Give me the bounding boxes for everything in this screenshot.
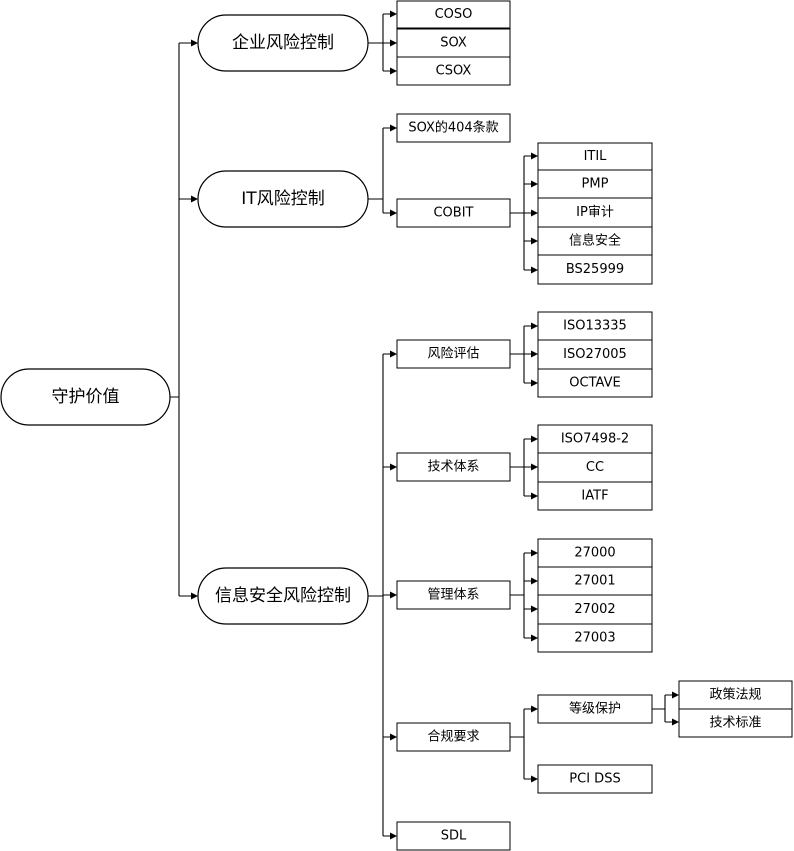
node-ip-audit: IP审计 (537, 197, 653, 228)
node-label: ISO13335 (563, 319, 627, 334)
node-27003: 27003 (537, 623, 653, 653)
node-label: ISO7498-2 (561, 432, 629, 447)
branch-enterprise-risk: 企业风险控制 (197, 14, 369, 72)
node-octave: OCTAVE (537, 368, 653, 398)
root-label: 守护价值 (52, 387, 120, 407)
node-27000: 27000 (537, 538, 653, 568)
node-iso27005: ISO27005 (537, 339, 653, 370)
node-csox: CSOX (396, 56, 511, 86)
branch-it-risk: IT风险控制 (197, 170, 369, 228)
node-label: COSO (435, 7, 473, 22)
node-label: 27002 (574, 602, 615, 617)
node-label: CSOX (436, 64, 472, 79)
node-label: BS25999 (566, 262, 624, 277)
node-label: 风险评估 (427, 347, 479, 362)
node-label: SOX (440, 36, 467, 51)
node-label: 27003 (574, 631, 615, 646)
node-infosec: 信息安全 (537, 226, 653, 256)
node-pmp: PMP (537, 169, 653, 199)
node-label: 27000 (574, 546, 615, 561)
branch-label: IT风险控制 (241, 189, 324, 209)
branch-infosec-risk: 信息安全风险控制 (197, 567, 369, 625)
branch-label: 企业风险控制 (232, 33, 334, 53)
node-label: 政策法规 (709, 687, 761, 703)
node-tech-system: 技术体系 (396, 452, 511, 482)
node-risk-assessment: 风险评估 (396, 339, 511, 369)
node-label: CC (586, 460, 604, 475)
node-label: SDL (441, 829, 467, 844)
node-label: 信息安全 (569, 233, 621, 249)
node-label: 27001 (574, 574, 615, 589)
node-pci-dss: PCI DSS (537, 764, 653, 794)
node-cc: CC (537, 452, 653, 483)
node-coso: COSO (396, 0, 511, 29)
node-cobit: COBIT (396, 198, 511, 228)
node-bs25999: BS25999 (537, 254, 653, 285)
node-label: IATF (581, 489, 608, 504)
node-27002: 27002 (537, 594, 653, 625)
node-label: 等级保护 (569, 701, 621, 717)
node-label: 技术体系 (427, 460, 479, 475)
node-iatf: IATF (537, 481, 653, 511)
branch-label: 信息安全风险控制 (215, 586, 351, 606)
node-compliance: 合规要求 (396, 722, 511, 752)
node-sdl: SDL (396, 821, 511, 851)
node-label: PMP (582, 177, 609, 192)
node-label: SOX的404条款 (408, 120, 498, 136)
node-sox404: SOX的404条款 (396, 113, 511, 143)
node-label: ISO27005 (563, 347, 627, 362)
node-label: 技术标准 (709, 716, 761, 731)
node-itil: ITIL (537, 142, 653, 171)
node-policy-regulation: 政策法规 (678, 680, 793, 710)
node-label: PCI DSS (569, 772, 620, 787)
node-27001: 27001 (537, 566, 653, 596)
node-label: COBIT (433, 206, 473, 221)
node-sox: SOX (396, 28, 511, 58)
node-grade-protection: 等级保护 (537, 694, 653, 724)
node-label: 合规要求 (427, 730, 479, 745)
node-iso7498-2: ISO7498-2 (537, 424, 653, 454)
connectors (170, 10, 679, 840)
node-tech-standard: 技术标准 (678, 708, 793, 738)
node-label: 管理体系 (427, 588, 479, 603)
node-label: IP审计 (576, 205, 614, 220)
node-label: OCTAVE (569, 376, 620, 391)
node-label: ITIL (584, 149, 608, 164)
node-iso13335: ISO13335 (537, 311, 653, 341)
node-mgmt-system: 管理体系 (396, 580, 511, 610)
root-node: 守护价值 (0, 368, 171, 426)
